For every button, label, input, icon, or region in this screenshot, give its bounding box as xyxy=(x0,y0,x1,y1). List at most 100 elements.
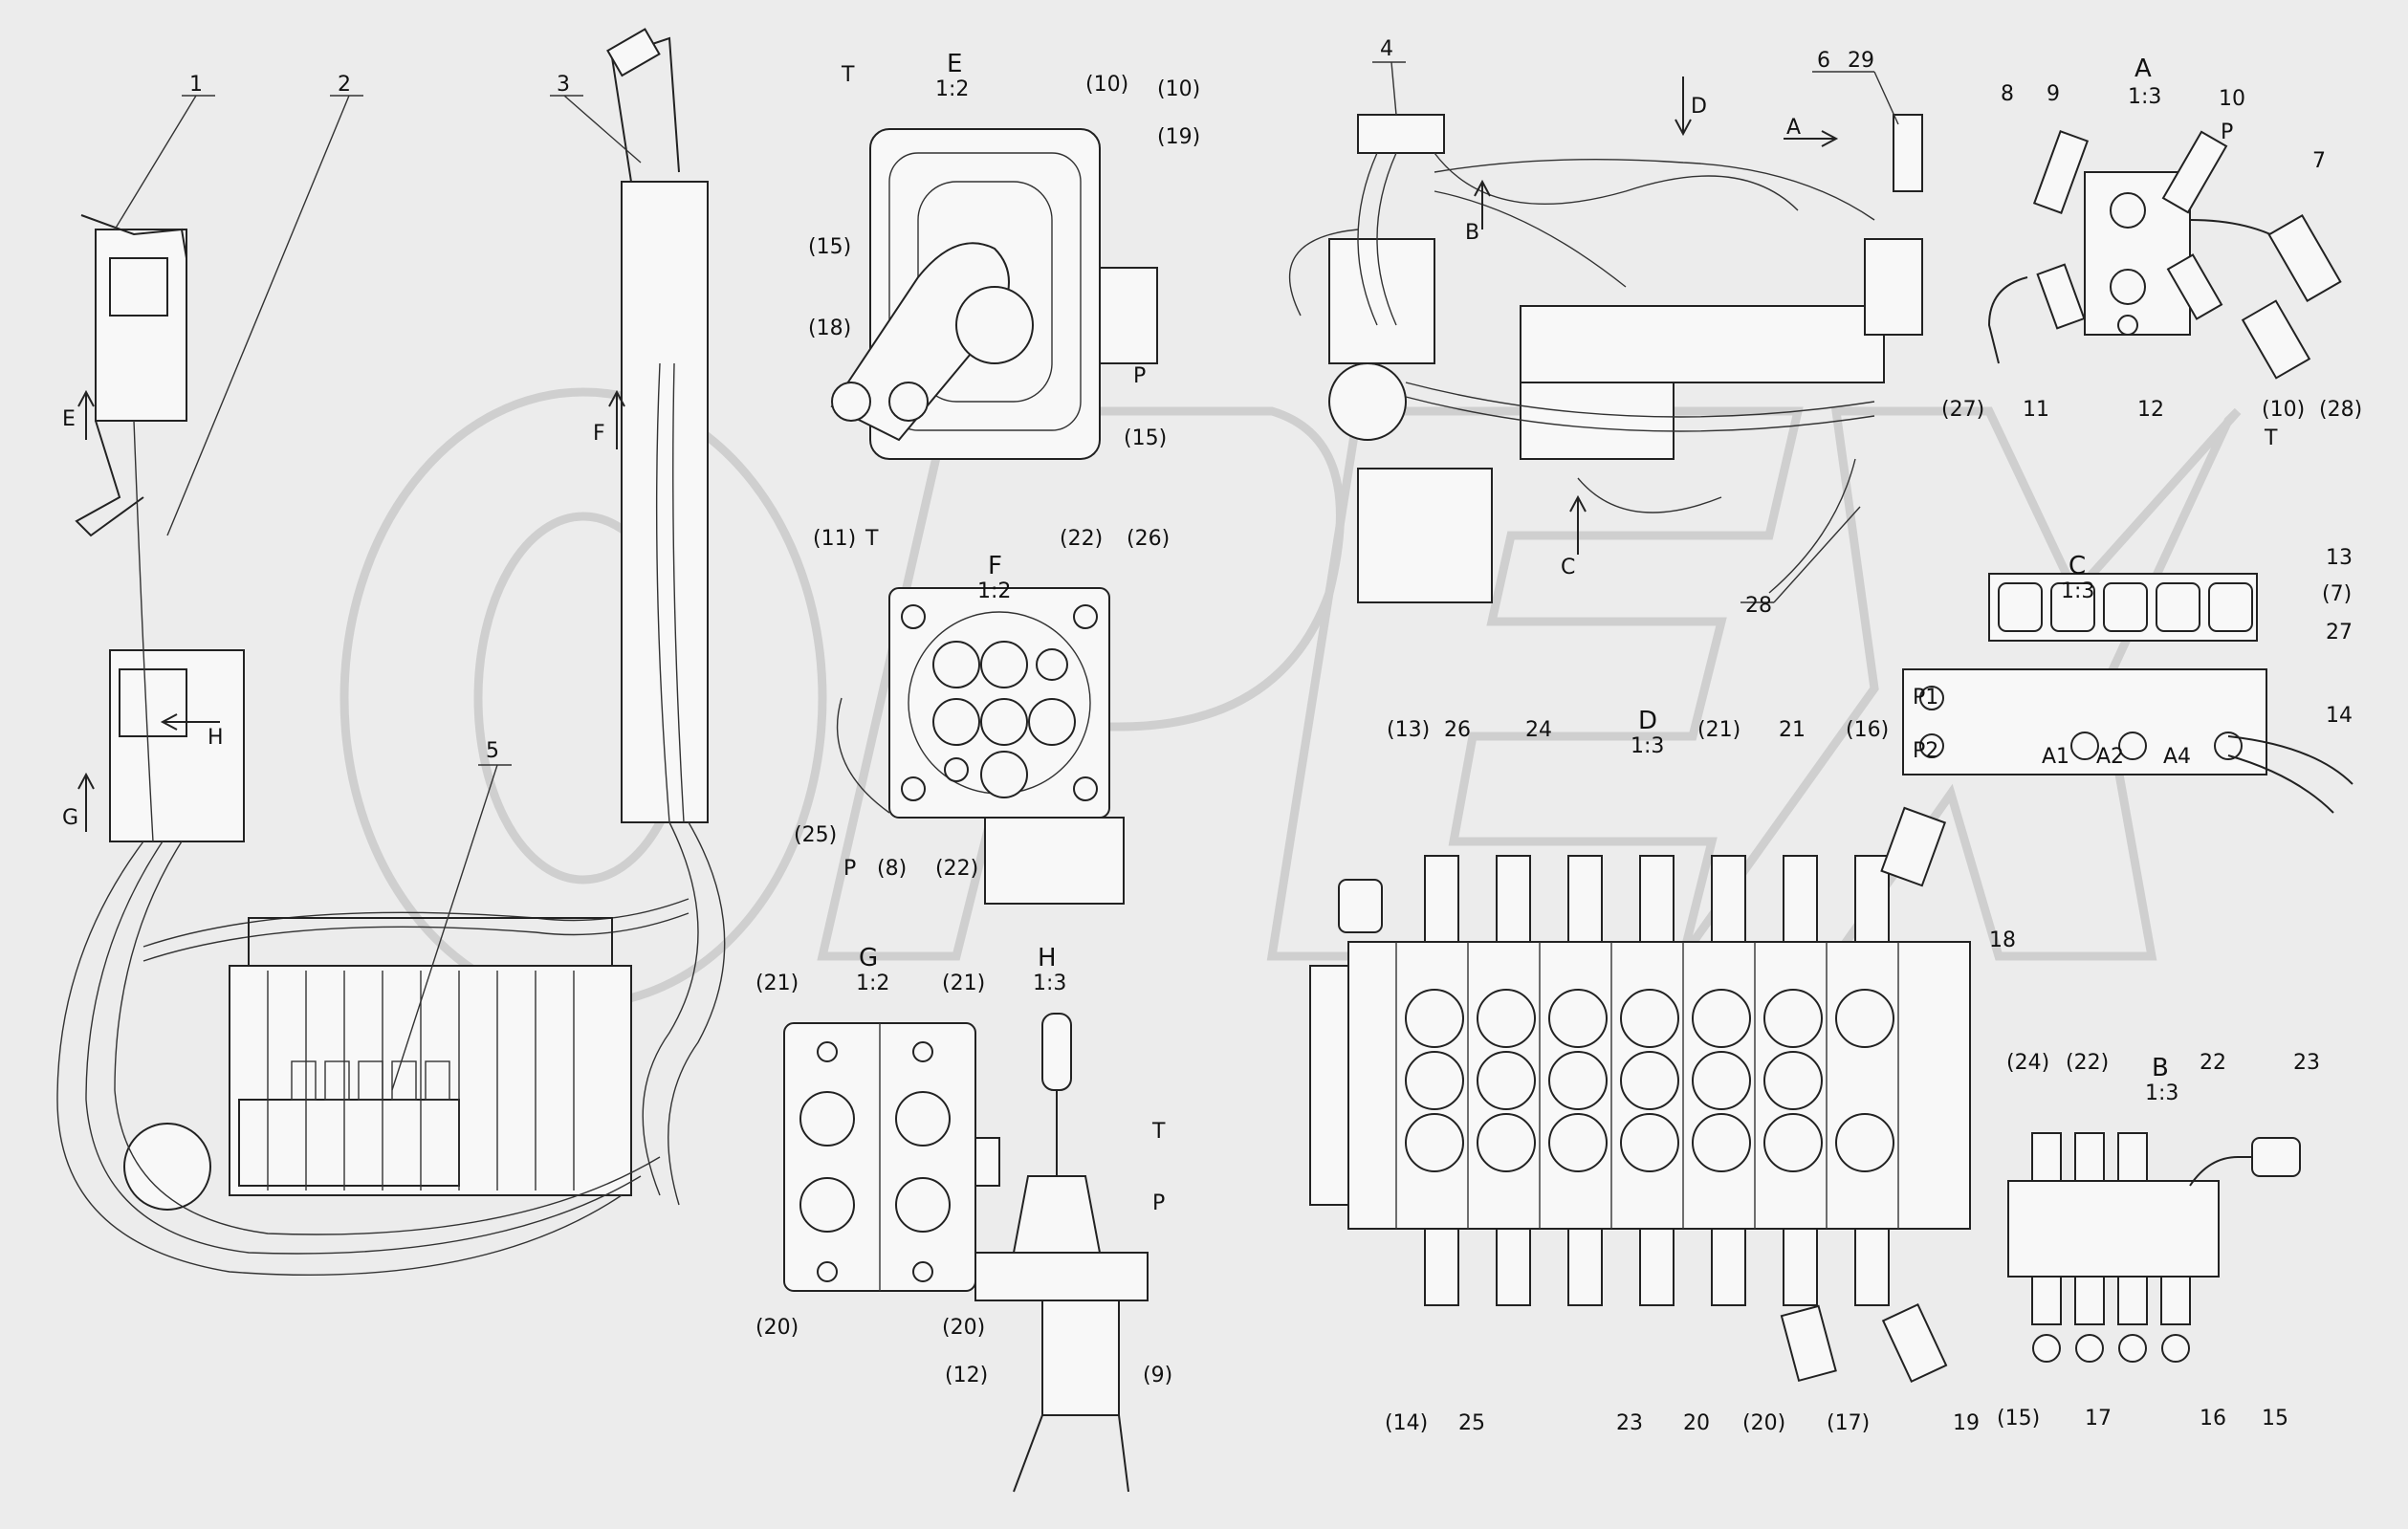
view-d-label: 23 xyxy=(1616,1411,1643,1435)
callout-5: 5 xyxy=(486,739,499,763)
view-e-scale: 1:2 xyxy=(935,77,969,101)
view-h-label: (12) xyxy=(945,1364,988,1387)
view-e-label: (15) xyxy=(1124,426,1167,450)
view-h-label: (9) xyxy=(1143,1364,1172,1387)
view-a-title: A xyxy=(2134,55,2152,83)
view-c-label: P2 xyxy=(1913,739,1938,763)
view-a-label: (10) xyxy=(2262,398,2305,422)
view-d xyxy=(1309,806,1971,1384)
view-g-label: (20) xyxy=(755,1316,799,1340)
view-f-label: (25) xyxy=(794,823,837,847)
view-a-label: P xyxy=(2221,120,2233,144)
view-d-label: 24 xyxy=(1525,718,1552,742)
view-a-label: T xyxy=(2264,426,2278,450)
view-b-scale: 1:3 xyxy=(2145,1081,2178,1105)
view-d-label: (17) xyxy=(1827,1411,1870,1435)
view-b xyxy=(2007,1132,2301,1363)
connector-block xyxy=(1357,114,1445,154)
view-a-scale: 1:3 xyxy=(2128,85,2161,109)
view-a-label: (27) xyxy=(1941,398,1984,422)
view-c-label: A4 xyxy=(2163,745,2191,769)
view-a-label: 7 xyxy=(2312,149,2326,173)
arrow-label-a: A xyxy=(1786,116,1801,140)
view-d-label: 21 xyxy=(1779,718,1806,742)
view-b-label: 22 xyxy=(2200,1051,2226,1075)
view-e-label: (19) xyxy=(1157,125,1200,149)
view-h xyxy=(974,1013,1149,1493)
view-c-title: C xyxy=(2069,552,2086,580)
view-d-label: (21) xyxy=(1697,718,1740,742)
view-g-label: (21) xyxy=(942,972,985,995)
arrow-label-g: G xyxy=(62,806,78,830)
view-d-label: 25 xyxy=(1458,1411,1485,1435)
view-h-label: T xyxy=(1151,1120,1166,1144)
view-g-title: G xyxy=(859,944,878,972)
view-d-label: 19 xyxy=(1953,1411,1980,1435)
callout-4: 4 xyxy=(1380,37,1393,61)
view-f-label: P xyxy=(843,857,856,881)
view-d-label: (16) xyxy=(1846,718,1889,742)
view-a-label: (28) xyxy=(2319,398,2362,422)
top-right-assembly xyxy=(1288,114,1923,603)
view-a-label: 11 xyxy=(2023,398,2049,422)
view-f-label: (11) xyxy=(813,527,856,551)
view-f-label: T xyxy=(865,527,879,551)
view-g xyxy=(783,1022,1000,1292)
callout-6: 6 xyxy=(1817,49,1830,73)
arrow-label-e: E xyxy=(62,407,76,431)
view-f-label: (26) xyxy=(1127,527,1170,551)
callout-28: 28 xyxy=(1745,594,1772,618)
callout-1: 1 xyxy=(189,73,203,97)
arrow-label-d: D xyxy=(1691,95,1707,119)
view-a xyxy=(1987,130,2342,380)
view-f-title: F xyxy=(988,552,1002,580)
solenoid-block xyxy=(238,1099,460,1187)
valve-bank-top xyxy=(1520,305,1885,383)
arrow-label-b: B xyxy=(1465,221,1479,245)
view-e-label: (10) xyxy=(1085,73,1128,97)
right-control-column xyxy=(621,181,709,823)
accumulator xyxy=(123,1123,211,1211)
view-d-label: (20) xyxy=(1742,1411,1785,1435)
view-h-scale: 1:3 xyxy=(1033,972,1066,995)
arrow-label-c: C xyxy=(1561,556,1575,579)
view-c-label: 14 xyxy=(2326,704,2353,728)
joystick-housing xyxy=(109,257,168,317)
view-c-label: 13 xyxy=(2326,546,2353,570)
view-e-label: (10) xyxy=(1157,77,1200,101)
view-b-label: 15 xyxy=(2262,1407,2288,1431)
view-b-label: 16 xyxy=(2200,1407,2226,1431)
view-c xyxy=(1902,573,2353,814)
view-e-label: T xyxy=(841,63,855,87)
view-d-label: (14) xyxy=(1385,1411,1428,1435)
view-f-label: (22) xyxy=(935,857,978,881)
view-g-label: (20) xyxy=(942,1316,985,1340)
view-a-label: 8 xyxy=(2001,82,2014,106)
view-e-label: (15) xyxy=(808,235,851,259)
arrow-label-f: F xyxy=(593,422,605,446)
joystick-handle xyxy=(606,28,661,77)
view-a-label: 10 xyxy=(2219,87,2245,111)
view-c-label: P1 xyxy=(1913,686,1938,710)
view-c-label: 27 xyxy=(2326,621,2353,644)
drawing-labels: 1 2 3 4 5 6 29 28 E F G H A B C D E 1:2 … xyxy=(62,37,2362,1435)
view-b-label: 17 xyxy=(2085,1407,2112,1431)
view-f-label: (8) xyxy=(877,857,907,881)
view-e xyxy=(830,128,1158,460)
view-d-label: (13) xyxy=(1387,718,1430,742)
view-c-label: A2 xyxy=(2096,745,2124,769)
arrow-label-h: H xyxy=(208,726,224,750)
view-arrows xyxy=(77,76,1839,832)
view-f-label: (22) xyxy=(1060,527,1103,551)
leader-lines xyxy=(114,61,1899,1091)
view-e-label: (18) xyxy=(808,317,851,340)
callout-2: 2 xyxy=(338,73,351,97)
callout-29: 29 xyxy=(1848,49,1874,73)
view-d-label: 18 xyxy=(1989,928,2016,952)
view-c-label: (7) xyxy=(2322,582,2352,606)
view-b-label: (15) xyxy=(1997,1407,2040,1431)
view-e-title: E xyxy=(947,50,962,78)
view-h-title: H xyxy=(1038,944,1057,972)
main-assembly-left xyxy=(56,28,726,1276)
